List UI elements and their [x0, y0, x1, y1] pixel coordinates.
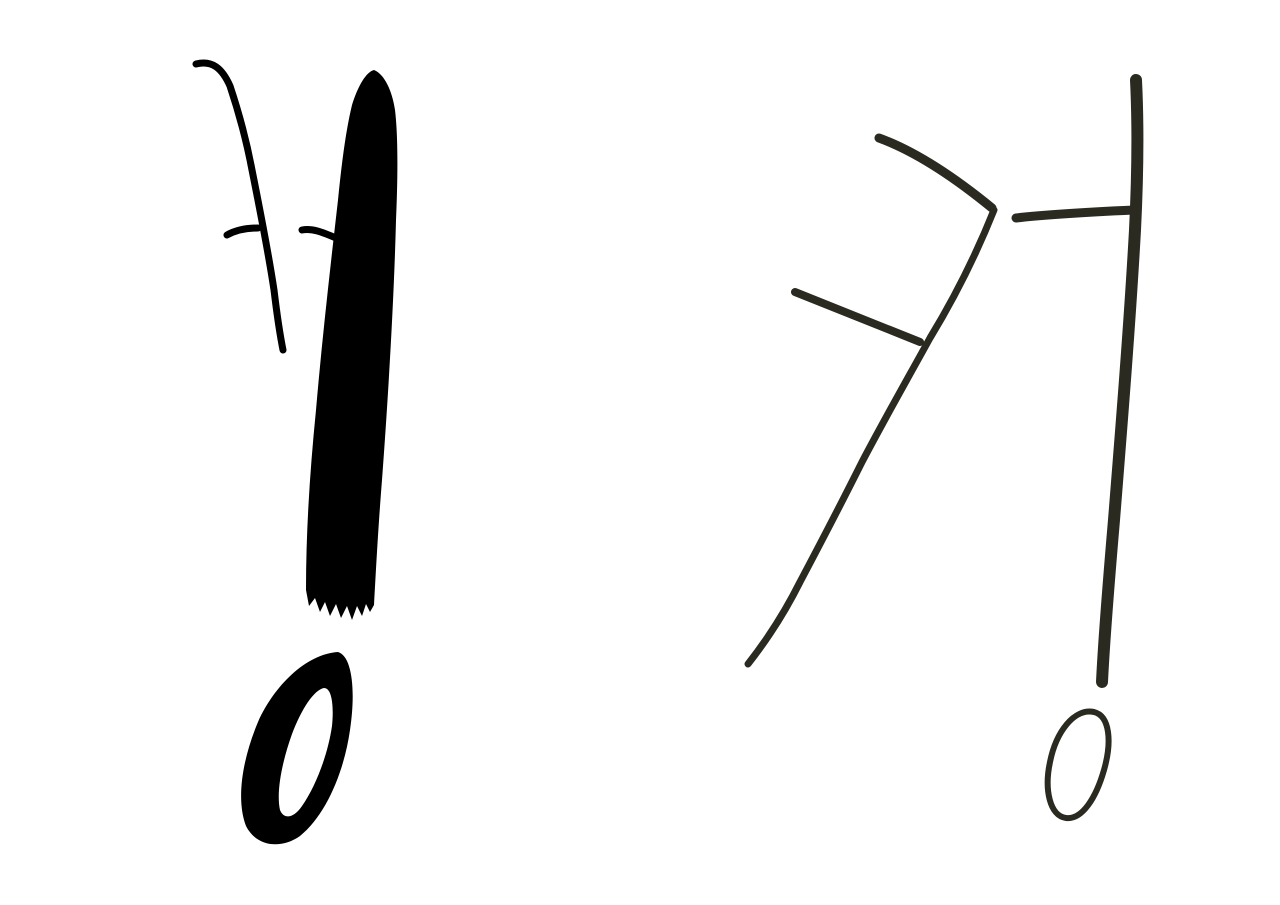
left-heavy-vertical-bar	[306, 70, 398, 620]
right-long-vertical-stroke	[1096, 74, 1144, 688]
right-character	[744, 74, 1144, 822]
left-join-tick-stroke	[298, 226, 340, 242]
right-upper-arm-stroke	[874, 133, 997, 213]
left-character	[192, 59, 398, 845]
right-horizontal-stroke	[1011, 205, 1139, 223]
right-long-diagonal-stroke	[744, 206, 998, 668]
left-thin-curved-stroke	[192, 59, 287, 354]
left-short-tick-stroke	[223, 224, 262, 239]
right-middle-tick-stroke	[791, 288, 924, 346]
left-oval-ring	[241, 652, 353, 845]
right-small-oval	[1044, 708, 1112, 822]
